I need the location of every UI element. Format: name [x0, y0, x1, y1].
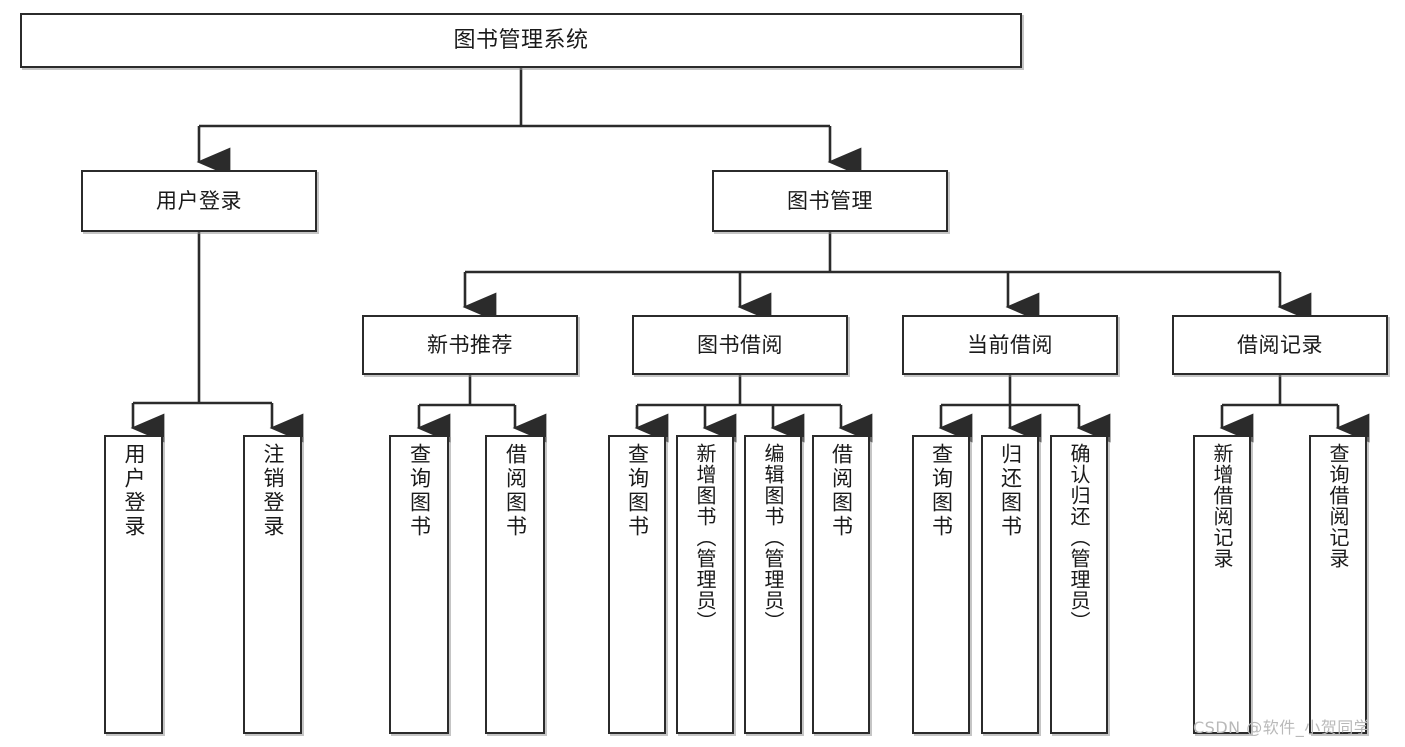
node-user-login-label: 用户登录 — [156, 188, 242, 213]
leaf-user-login-logout[interactable]: 注销登录 — [243, 435, 302, 734]
leaf-records-query-label: 查询借阅记录 — [1326, 443, 1350, 569]
leaf-records-add[interactable]: 新增借阅记录 — [1193, 435, 1251, 734]
leaf-new-book-query-label: 查询图书 — [407, 443, 432, 539]
leaf-current-borrow-confirm[interactable]: 确认归还（管理员） — [1050, 435, 1108, 734]
csdn-watermark: CSDN @软件_小贺同学 — [1193, 718, 1371, 737]
leaf-current-borrow-return-label: 归还图书 — [998, 443, 1023, 539]
node-root[interactable]: 图书管理系统 — [20, 13, 1022, 68]
node-borrow-records[interactable]: 借阅记录 — [1172, 315, 1388, 375]
node-book-borrow-label: 图书借阅 — [697, 332, 783, 357]
node-new-book-recommend-label: 新书推荐 — [427, 332, 513, 357]
leaf-records-query[interactable]: 查询借阅记录 — [1309, 435, 1367, 734]
leaf-new-book-borrow[interactable]: 借阅图书 — [485, 435, 545, 734]
node-borrow-records-label: 借阅记录 — [1237, 332, 1323, 357]
leaf-new-book-borrow-label: 借阅图书 — [503, 443, 528, 539]
node-root-label: 图书管理系统 — [453, 27, 589, 53]
leaf-records-add-label: 新增借阅记录 — [1210, 443, 1234, 569]
node-new-book-recommend[interactable]: 新书推荐 — [362, 315, 578, 375]
leaf-book-borrow-query[interactable]: 查询图书 — [608, 435, 666, 734]
node-current-borrow-label: 当前借阅 — [967, 332, 1053, 357]
leaf-book-borrow-borrow-label: 借阅图书 — [829, 443, 854, 539]
leaf-current-borrow-query[interactable]: 查询图书 — [912, 435, 970, 734]
node-book-management[interactable]: 图书管理 — [712, 170, 948, 232]
node-book-management-label: 图书管理 — [787, 188, 873, 213]
leaf-book-borrow-add[interactable]: 新增图书（管理员） — [676, 435, 734, 734]
leaf-book-borrow-edit-label: 编辑图书（管理员） — [761, 443, 785, 632]
leaf-current-borrow-query-label: 查询图书 — [929, 443, 954, 539]
node-current-borrow[interactable]: 当前借阅 — [902, 315, 1118, 375]
leaf-book-borrow-add-label: 新增图书（管理员） — [693, 443, 717, 632]
leaf-book-borrow-edit[interactable]: 编辑图书（管理员） — [744, 435, 802, 734]
node-book-borrow[interactable]: 图书借阅 — [632, 315, 848, 375]
node-user-login[interactable]: 用户登录 — [81, 170, 317, 232]
leaf-current-borrow-confirm-label: 确认归还（管理员） — [1067, 443, 1091, 632]
leaf-new-book-query[interactable]: 查询图书 — [389, 435, 449, 734]
leaf-book-borrow-borrow[interactable]: 借阅图书 — [812, 435, 870, 734]
leaf-user-login-login[interactable]: 用户登录 — [104, 435, 163, 734]
leaf-user-login-logout-label: 注销登录 — [261, 443, 285, 539]
leaf-book-borrow-query-label: 查询图书 — [625, 443, 650, 539]
leaf-user-login-login-label: 用户登录 — [122, 443, 146, 539]
leaf-current-borrow-return[interactable]: 归还图书 — [981, 435, 1039, 734]
